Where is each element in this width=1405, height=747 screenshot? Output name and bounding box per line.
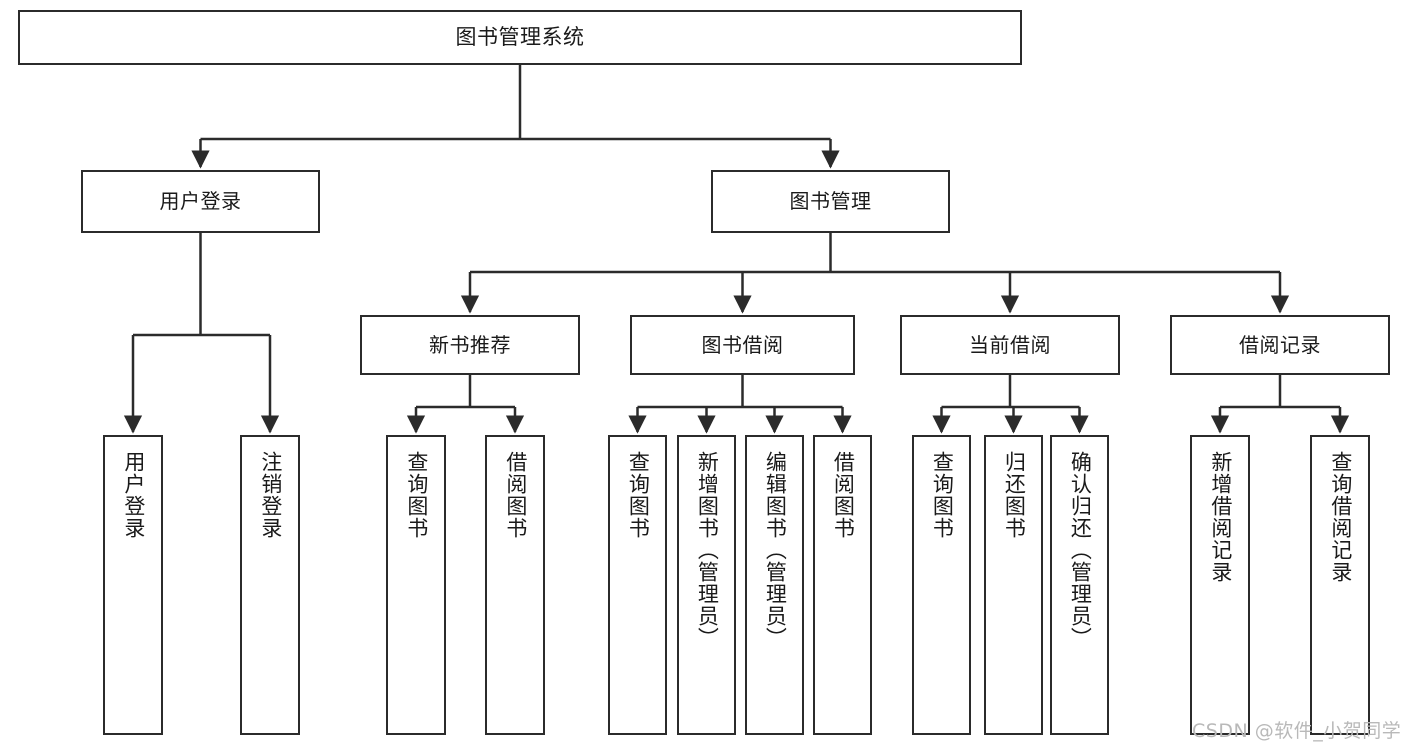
node-leaf-12-查询借阅记录-label: 查询借阅记录	[1328, 451, 1353, 583]
node-leaf-2-查询图书[interactable]: 查询图书	[386, 435, 446, 735]
node-leaf-7-借阅图书-label: 借阅图书	[831, 451, 856, 539]
node-l3-新书推荐-label: 新书推荐	[429, 332, 511, 357]
node-leaf-10-确认归还管理员-label: 确认归还（管理员）	[1068, 451, 1093, 649]
node-leaf-3-借阅图书-label: 借阅图书	[503, 451, 528, 539]
node-leaf-0-用户登录[interactable]: 用户登录	[103, 435, 163, 735]
node-leaf-8-查询图书-label: 查询图书	[930, 451, 955, 539]
node-leaf-6-编辑图书管理员[interactable]: 编辑图书（管理员）	[745, 435, 804, 735]
node-l2-用户登录-label: 用户登录	[159, 189, 242, 213]
node-leaf-1-注销登录-label: 注销登录	[258, 451, 283, 539]
node-leaf-12-查询借阅记录[interactable]: 查询借阅记录	[1310, 435, 1370, 735]
node-leaf-0-用户登录-label: 用户登录	[121, 451, 146, 539]
node-leaf-11-新增借阅记录-label: 新增借阅记录	[1208, 451, 1233, 583]
node-leaf-9-归还图书-label: 归还图书	[1002, 451, 1027, 539]
node-l3-借阅记录[interactable]: 借阅记录	[1170, 315, 1390, 375]
node-leaf-1-注销登录[interactable]: 注销登录	[240, 435, 300, 735]
node-leaf-8-查询图书[interactable]: 查询图书	[912, 435, 971, 735]
node-root-图书管理系统[interactable]: 图书管理系统	[18, 10, 1022, 65]
node-leaf-4-查询图书[interactable]: 查询图书	[608, 435, 667, 735]
node-l3-当前借阅[interactable]: 当前借阅	[900, 315, 1120, 375]
node-leaf-5-新增图书管理员-label: 新增图书（管理员）	[695, 451, 720, 649]
node-leaf-3-借阅图书[interactable]: 借阅图书	[485, 435, 545, 735]
node-l2-用户登录[interactable]: 用户登录	[81, 170, 320, 233]
node-leaf-11-新增借阅记录[interactable]: 新增借阅记录	[1190, 435, 1250, 735]
node-l3-图书借阅[interactable]: 图书借阅	[630, 315, 855, 375]
node-leaf-4-查询图书-label: 查询图书	[626, 451, 651, 539]
node-leaf-5-新增图书管理员[interactable]: 新增图书（管理员）	[677, 435, 736, 735]
node-leaf-7-借阅图书[interactable]: 借阅图书	[813, 435, 872, 735]
node-l3-当前借阅-label: 当前借阅	[969, 332, 1051, 357]
node-leaf-10-确认归还管理员[interactable]: 确认归还（管理员）	[1050, 435, 1109, 735]
node-l3-新书推荐[interactable]: 新书推荐	[360, 315, 580, 375]
node-l3-借阅记录-label: 借阅记录	[1239, 332, 1321, 357]
node-l2-图书管理[interactable]: 图书管理	[711, 170, 950, 233]
node-root-图书管理系统-label: 图书管理系统	[455, 25, 585, 50]
node-l2-图书管理-label: 图书管理	[789, 189, 872, 213]
node-leaf-9-归还图书[interactable]: 归还图书	[984, 435, 1043, 735]
node-leaf-6-编辑图书管理员-label: 编辑图书（管理员）	[763, 451, 788, 649]
node-leaf-2-查询图书-label: 查询图书	[404, 451, 429, 539]
node-l3-图书借阅-label: 图书借阅	[701, 332, 784, 357]
